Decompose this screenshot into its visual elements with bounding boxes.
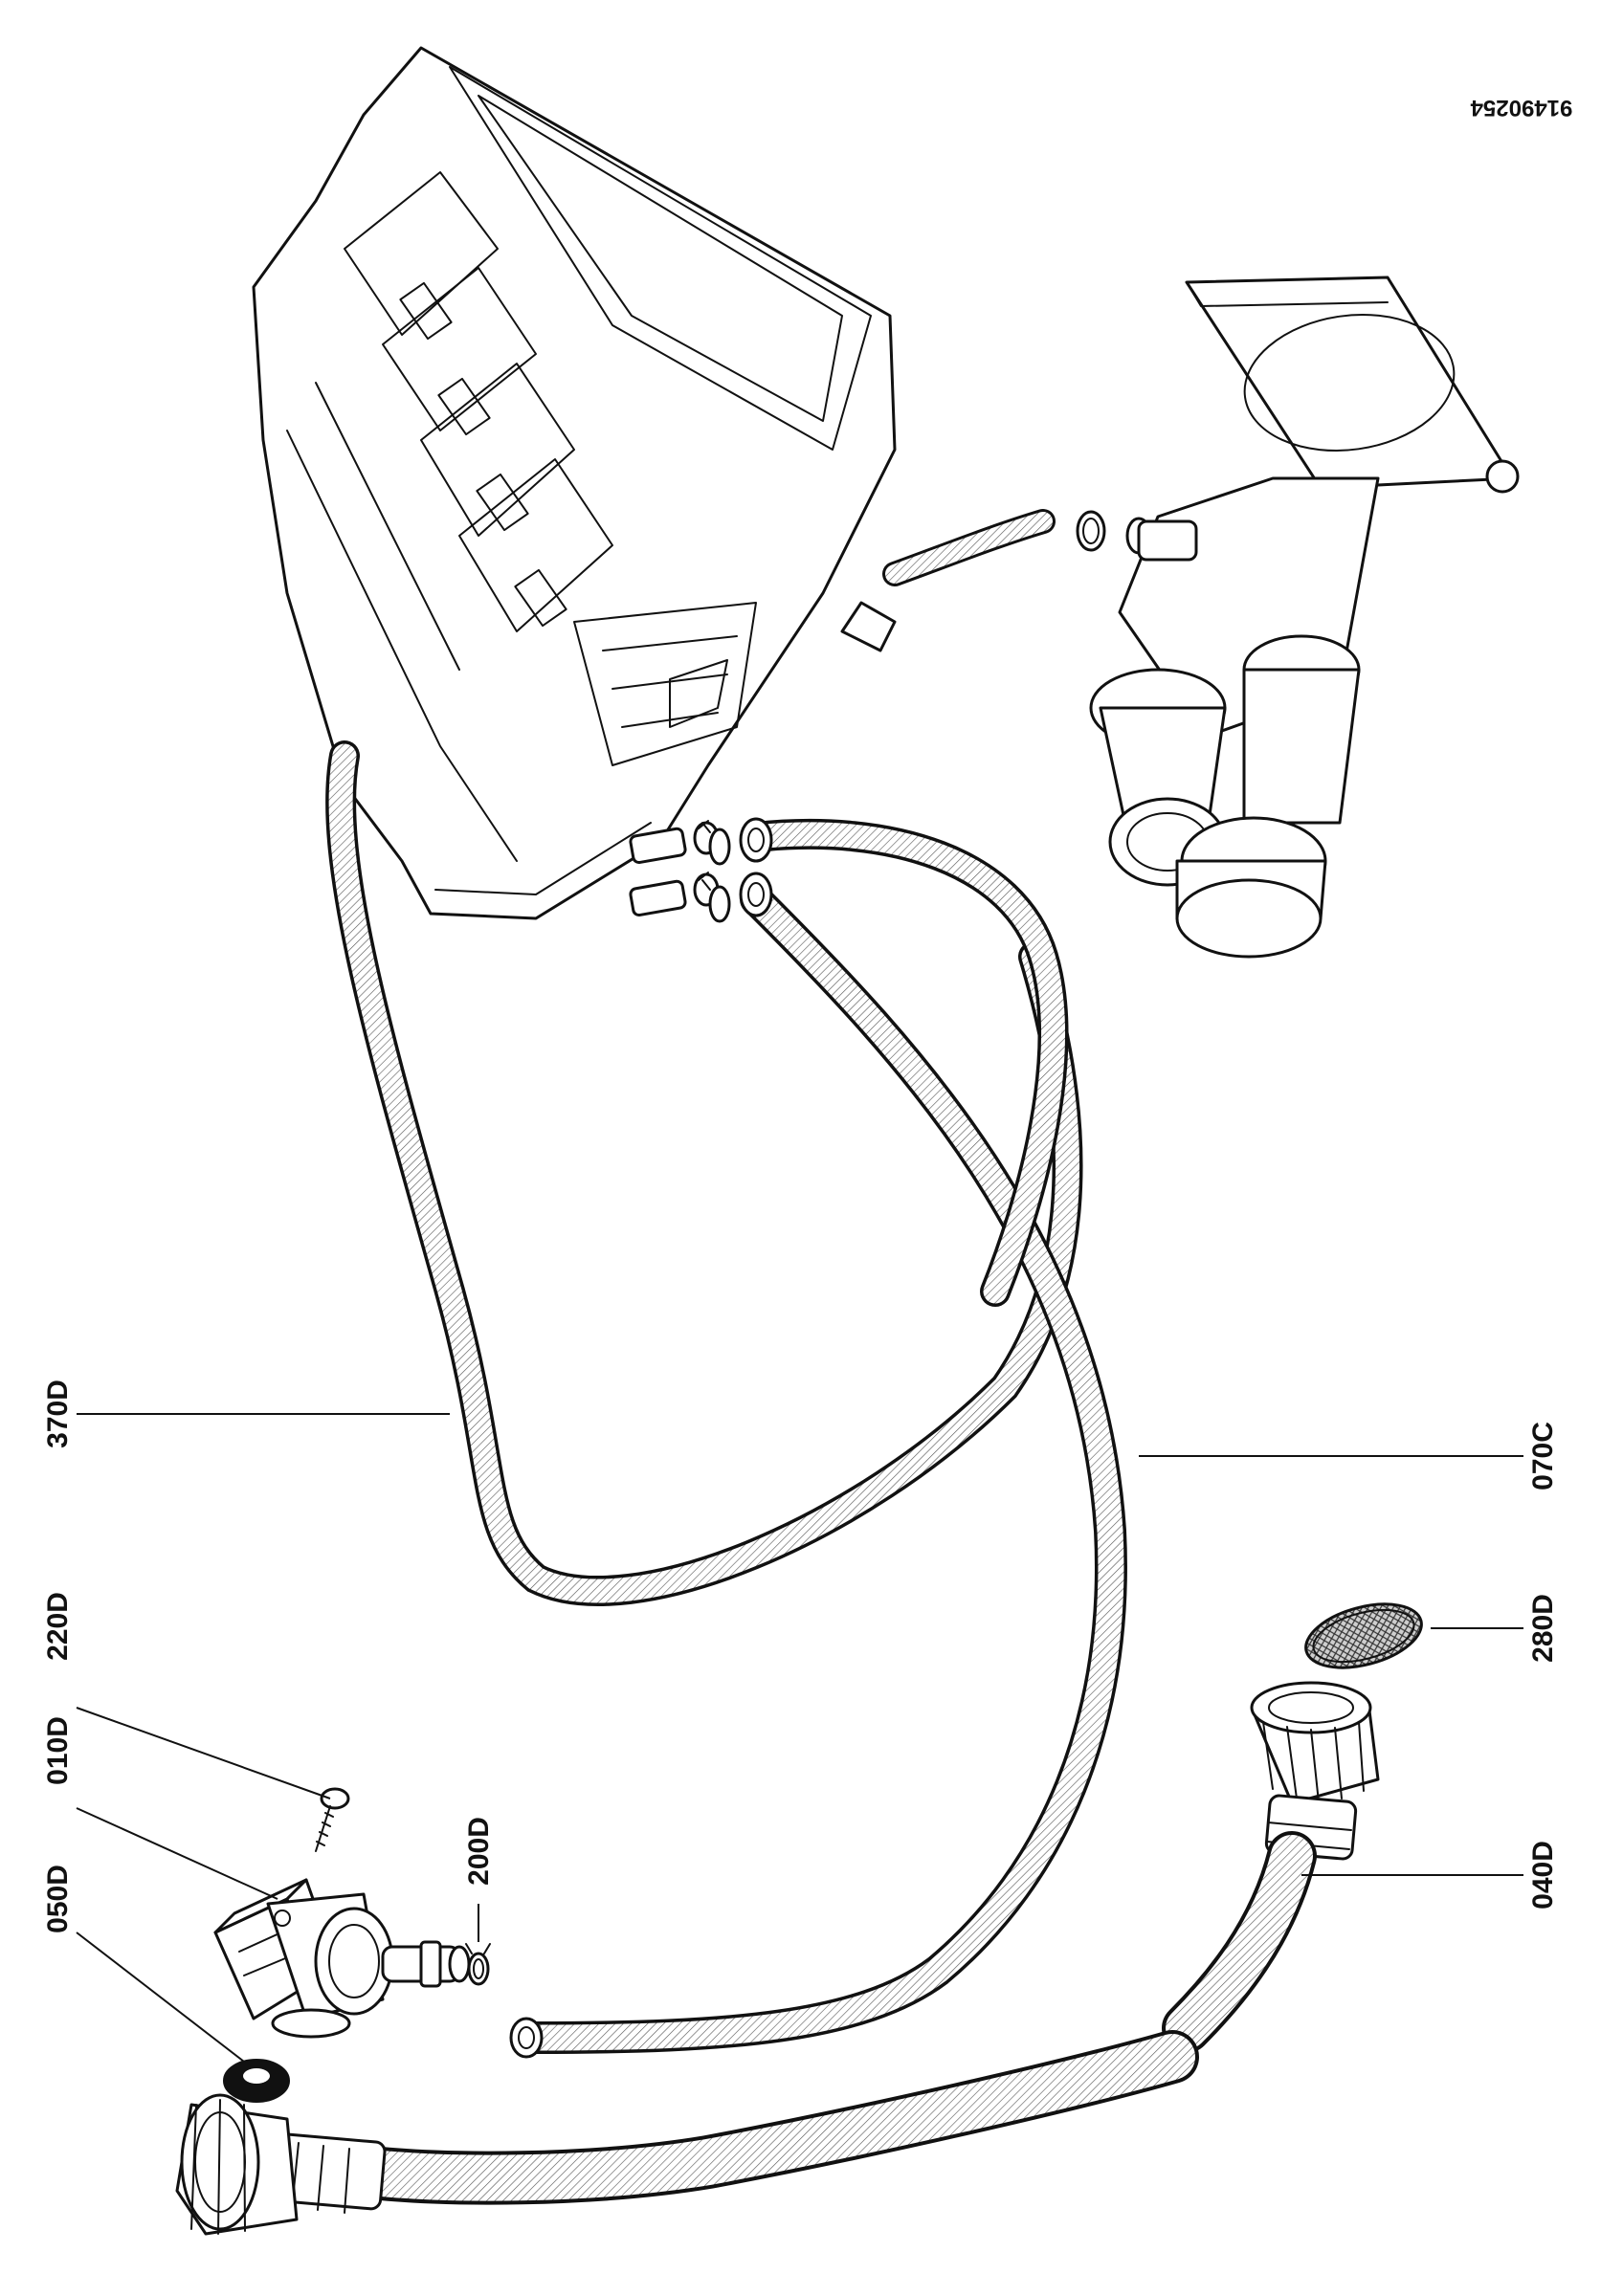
solenoid-valve-010D: [213, 1878, 471, 2039]
leader-050D: [76, 1932, 245, 2063]
sump-connector: [1089, 276, 1520, 959]
dispenser-outlet-hose: [840, 509, 1152, 652]
leader-010D: [76, 1807, 278, 1900]
svg-text:200D: 200D: [463, 1817, 495, 1886]
dispenser-housing: [252, 46, 897, 920]
svg-text:91490254: 91490254: [1470, 95, 1572, 121]
callout-220D: 220D: [42, 1592, 74, 1661]
callout-010D: 010D: [42, 1716, 74, 1785]
callout-050D: 050D: [42, 1865, 74, 1933]
callout-370D: 370D: [42, 1380, 74, 1448]
leader-lines: [76, 1413, 1523, 2063]
svg-text:070C: 070C: [1527, 1422, 1559, 1490]
filter-280D: [1304, 1602, 1423, 1669]
clamp-icon: [708, 885, 731, 923]
svg-text:050D: 050D: [42, 1865, 74, 1933]
callout-070C: 070C: [1527, 1422, 1559, 1490]
hose-070C: [509, 872, 1127, 2059]
svg-text:040D: 040D: [1527, 1841, 1559, 1910]
callout-200D: 200D: [463, 1817, 495, 1886]
callout-280D: 280D: [1527, 1594, 1559, 1663]
callout-040D: 040D: [1527, 1841, 1559, 1910]
dispenser-inlet-nozzles: [629, 820, 720, 917]
clamp-200D: [465, 1943, 491, 1986]
svg-text:280D: 280D: [1527, 1594, 1559, 1663]
document-number-label: 91490254: [1470, 95, 1572, 121]
inlet-hose-040D: [175, 1681, 1380, 2236]
svg-text:220D: 220D: [42, 1592, 74, 1661]
hose-upper-inlet: [739, 817, 1069, 1307]
svg-text:010D: 010D: [42, 1716, 74, 1785]
screw-220D: [315, 1787, 350, 1852]
leader-220D: [76, 1707, 331, 1799]
clamp-icon: [708, 828, 731, 866]
svg-text:370D: 370D: [42, 1380, 74, 1448]
hose-clamp-icon: [1076, 510, 1106, 552]
washer-050D: [223, 2059, 290, 2103]
hose-clamps: [701, 822, 731, 923]
